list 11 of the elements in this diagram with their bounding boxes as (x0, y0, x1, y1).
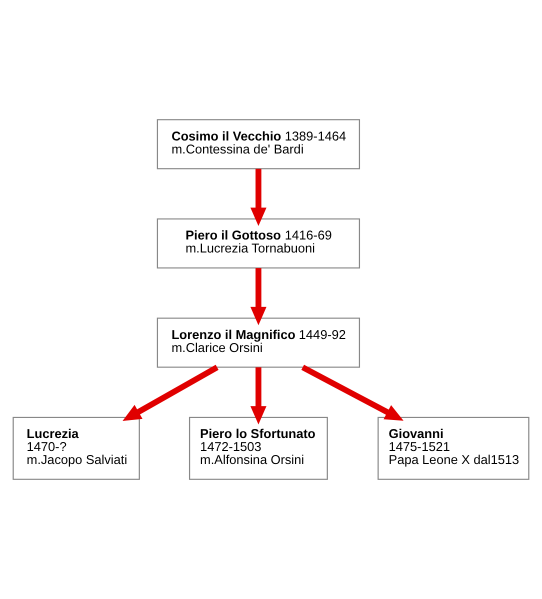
arrow (250, 268, 266, 326)
node-box: Lucrezia 1470-? m.Jacopo Salviati (12, 416, 140, 480)
node-box: Giovanni 1475-1521 Papa Leone X dal1513 (378, 416, 530, 480)
arrow (250, 168, 266, 226)
arrow (301, 364, 404, 421)
node-box: Piero il Gottoso 1416-69 m.Lucrezia Tornabuoni (156, 218, 360, 269)
node-box: Piero lo Sfortunato 1472-1503 m.Alfonsina Orsini (188, 416, 328, 480)
node-box: Cosimo il Vecchio 1389-1464 m.Contessina de' Bardi (156, 119, 360, 170)
arrow (122, 364, 219, 421)
node-box: Lorenzo il Magnifico 1449-92 m.Clarice Orsini (156, 318, 360, 368)
arrow (250, 367, 266, 424)
